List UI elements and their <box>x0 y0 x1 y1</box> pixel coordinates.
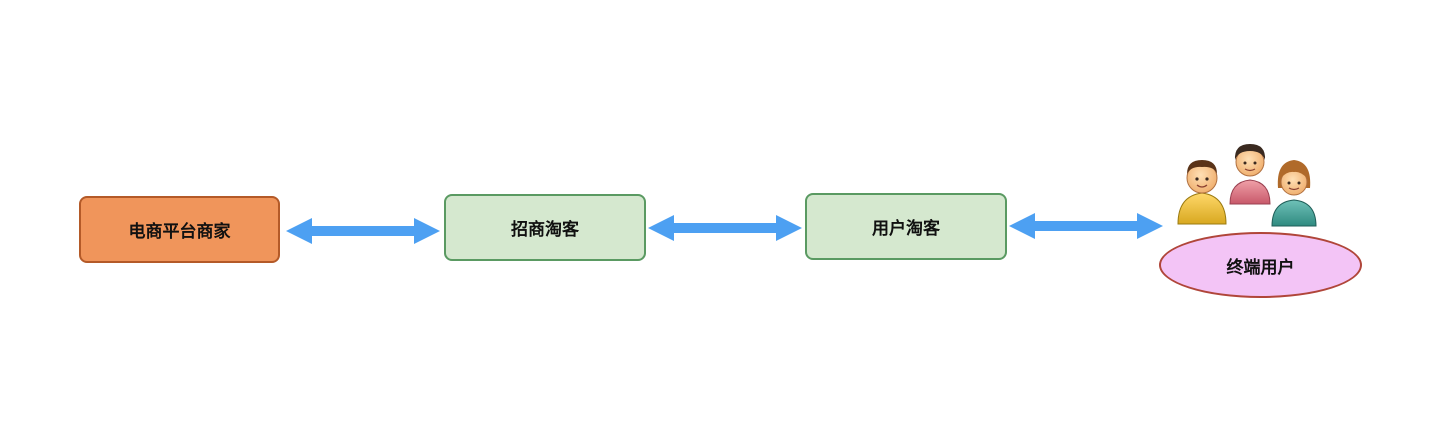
recruit-taoke-node: 招商淘客 <box>444 194 646 261</box>
user-taoke-label: 用户淘客 <box>872 219 940 239</box>
arrow-recruit-user-taoke <box>648 215 802 241</box>
arrow-user-taoke-end-user <box>1009 213 1163 239</box>
person-middle <box>1229 144 1271 205</box>
users-group-icon <box>1177 144 1317 227</box>
merchant-label: 电商平台商家 <box>128 222 231 242</box>
recruit-taoke-label: 招商淘客 <box>511 220 579 240</box>
merchant-node: 电商平台商家 <box>79 196 280 263</box>
user-taoke-node: 用户淘客 <box>805 193 1007 260</box>
end-user-label: 终端用户 <box>1226 257 1295 278</box>
person-left <box>1177 160 1227 225</box>
end-user-node: 终端用户 <box>1159 232 1362 298</box>
person-right <box>1271 160 1317 227</box>
arrow-merchant-recruit <box>286 218 440 244</box>
